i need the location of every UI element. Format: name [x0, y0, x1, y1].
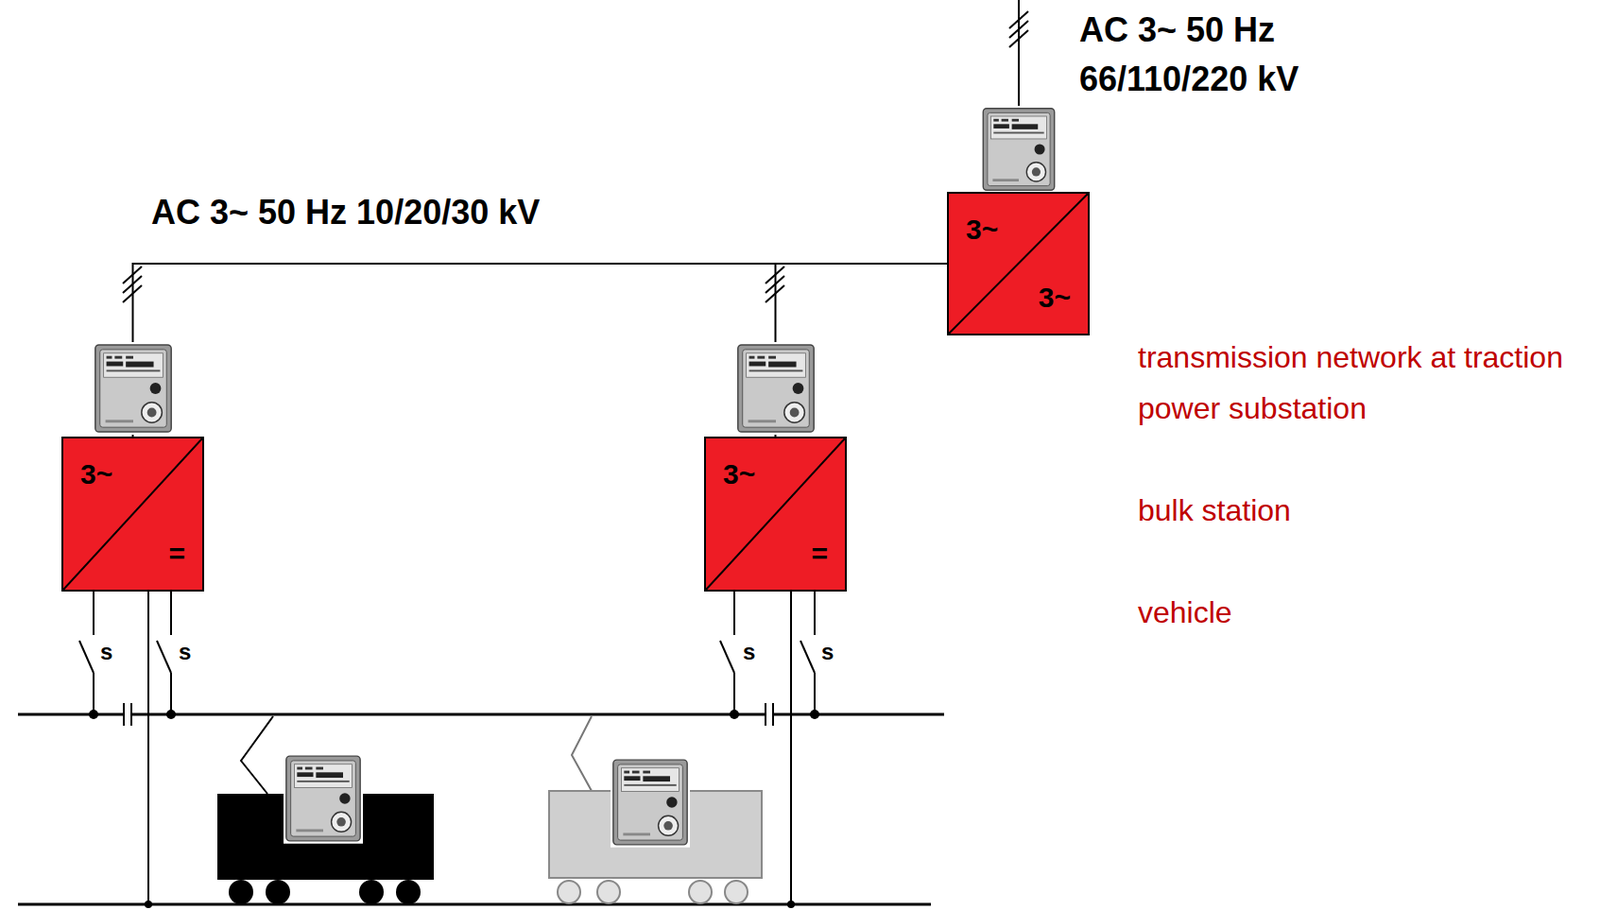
phase-symbol: 3~ — [965, 212, 998, 247]
switch-label: s — [821, 638, 834, 666]
energy-meter — [980, 105, 1058, 193]
hv-supply-label: AC 3~ 50 Hz 66/110/220 kV — [1079, 5, 1363, 104]
grey-vehicle — [549, 716, 762, 904]
mv-bus-line — [133, 263, 948, 437]
dc-feeders — [79, 591, 815, 905]
catenary — [17, 703, 945, 726]
black-vehicle — [217, 716, 434, 905]
phase-symbol: 3~ — [80, 457, 113, 492]
energy-meter — [92, 342, 174, 435]
level-note: transmission network at traction power s… — [1137, 331, 1564, 434]
rectifier-box: 3~ = — [61, 436, 205, 592]
phase-symbol: 3~ — [722, 457, 756, 492]
switch-label: s — [742, 638, 756, 666]
phase-symbol: = — [168, 536, 186, 571]
mv-bus-label: AC 3~ 50 Hz 10/20/30 kV — [151, 192, 540, 233]
level-note: vehicle — [1137, 586, 1564, 638]
phase-symbol: = — [810, 536, 828, 571]
switch-label: s — [100, 638, 113, 666]
level-note: bulk station — [1137, 484, 1564, 536]
switch-label: s — [178, 638, 191, 666]
transformer-box: 3~ 3~ — [946, 191, 1090, 336]
junction-dots — [88, 709, 820, 909]
rail — [17, 903, 931, 907]
energy-meter — [735, 342, 817, 435]
hv-feeder — [122, 0, 1029, 303]
phase-symbol: 3~ — [1038, 280, 1071, 315]
rectifier-box: 3~ = — [704, 436, 847, 592]
